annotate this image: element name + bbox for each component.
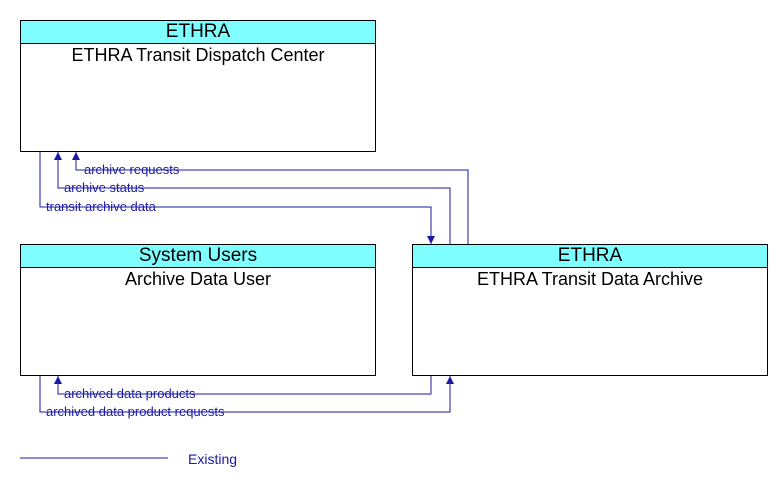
transit-data-archive-owner: ETHRA <box>413 245 767 268</box>
flow-label-archive-status: archive status <box>64 180 145 195</box>
flow-archived-data-products: archived data products <box>54 376 432 401</box>
flow-label-archived-data-products: archived data products <box>64 386 196 401</box>
flow-label-archived-data-product-requests: archived data product requests <box>46 404 225 419</box>
archive-data-user-name: Archive Data User <box>124 269 272 289</box>
archive-data-user-box: System Users Archive Data User <box>20 244 376 376</box>
flow-archive-requests: archive requests <box>72 152 469 244</box>
dispatch-center-name: ETHRA Transit Dispatch Center <box>71 45 325 65</box>
dispatch-center-box: ETHRA ETHRA Transit Dispatch Center <box>20 20 376 152</box>
arrow-head-icon <box>446 376 454 384</box>
arrow-head-icon <box>427 236 435 244</box>
archive-data-user-owner: System Users <box>21 245 375 268</box>
transit-data-archive-box: ETHRA ETHRA Transit Data Archive <box>412 244 768 376</box>
arrow-head-icon <box>54 376 62 384</box>
transit-data-archive-name: ETHRA Transit Data Archive <box>476 269 704 289</box>
arrow-head-icon <box>54 152 62 160</box>
flow-archived-data-product-requests: archived data product requests <box>39 376 454 419</box>
flow-archive-status: archive status <box>54 152 451 244</box>
flow-label-transit-archive-data: transit archive data <box>46 199 157 214</box>
legend-existing-label: Existing <box>188 451 237 467</box>
flow-label-archive-requests: archive requests <box>84 162 180 177</box>
flow-transit-archive-data: transit archive data <box>39 152 435 244</box>
arrow-head-icon <box>72 152 80 160</box>
dispatch-center-owner: ETHRA <box>21 21 375 44</box>
legend: Existing <box>20 451 237 467</box>
